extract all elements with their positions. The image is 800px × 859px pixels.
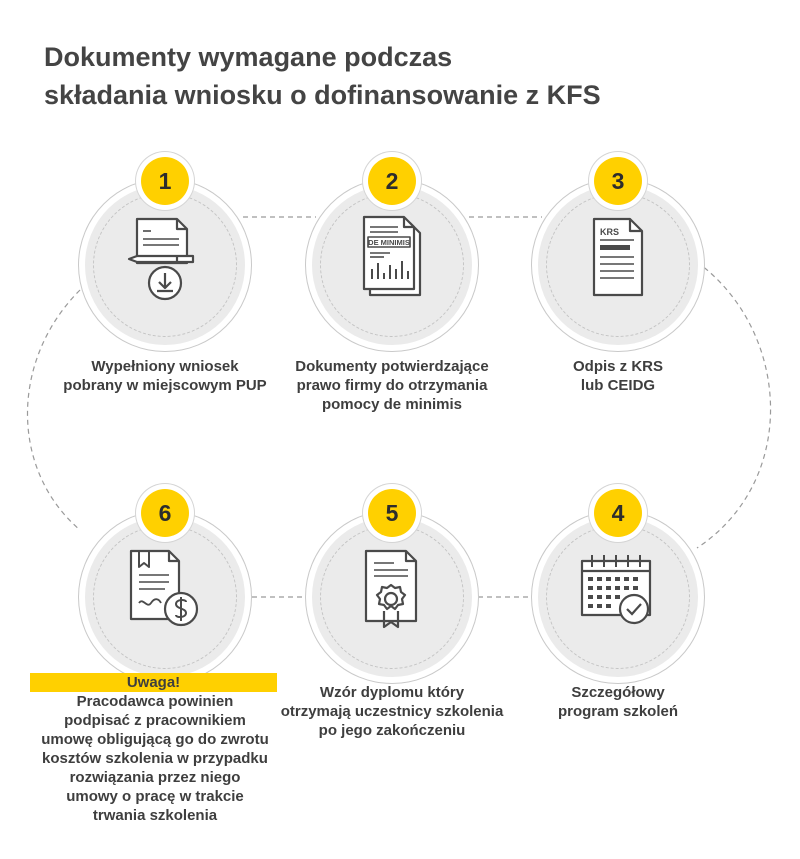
step-1-label: Wypełniony wniosek pobrany w miejscowym … [63, 358, 267, 394]
de-minimis-icon-text: DE MINIMIS [368, 238, 410, 247]
step-number-badge: 3 [594, 157, 642, 205]
step-3-label: Odpis z KRS lub CEIDG [572, 358, 663, 394]
krs-document-icon: KRS [592, 217, 644, 297]
step-5-label: Wzór dyplomu który otrzymają uczestnicy … [280, 684, 504, 739]
warning-note: Uwaga!Pracodawca powinien podpisać z pra… [30, 673, 280, 825]
step-4: 4 [538, 489, 698, 677]
step-6: 6 [85, 489, 245, 677]
contract-dollar-icon [129, 549, 199, 627]
step-number-badge: 2 [368, 157, 416, 205]
step-1: 1 [85, 157, 245, 345]
calendar-check-icon [580, 555, 652, 625]
diploma-certificate-icon [364, 549, 418, 629]
step-3: 3 KRS [538, 157, 698, 345]
step-5: 5 [312, 489, 472, 677]
krs-icon-text: KRS [600, 227, 619, 237]
step-number-badge: 6 [141, 489, 189, 537]
step-number-badge: 1 [141, 157, 189, 205]
connector-1-6 [26, 289, 81, 531]
title-line-1: Dokumenty wymagane podczas [44, 42, 453, 72]
title-line-2: składania wniosku o dofinansowanie z KFS [44, 80, 601, 110]
step-number-badge: 5 [368, 489, 416, 537]
connector-3-4 [696, 261, 772, 549]
application-form-icon [127, 217, 195, 301]
de-minimis-document-icon: DE MINIMIS [362, 215, 422, 297]
step-number-badge: 4 [594, 489, 642, 537]
step-2-label: Dokumenty potwierdzające prawo firmy do … [295, 358, 489, 413]
warning-highlight: Uwaga! [30, 673, 277, 692]
page-title: Dokumenty wymagane podczas składania wni… [44, 38, 744, 114]
step-2: 2 DE MINIMIS [312, 157, 472, 345]
step-4-label: Szczegółowy program szkoleń [557, 684, 679, 720]
